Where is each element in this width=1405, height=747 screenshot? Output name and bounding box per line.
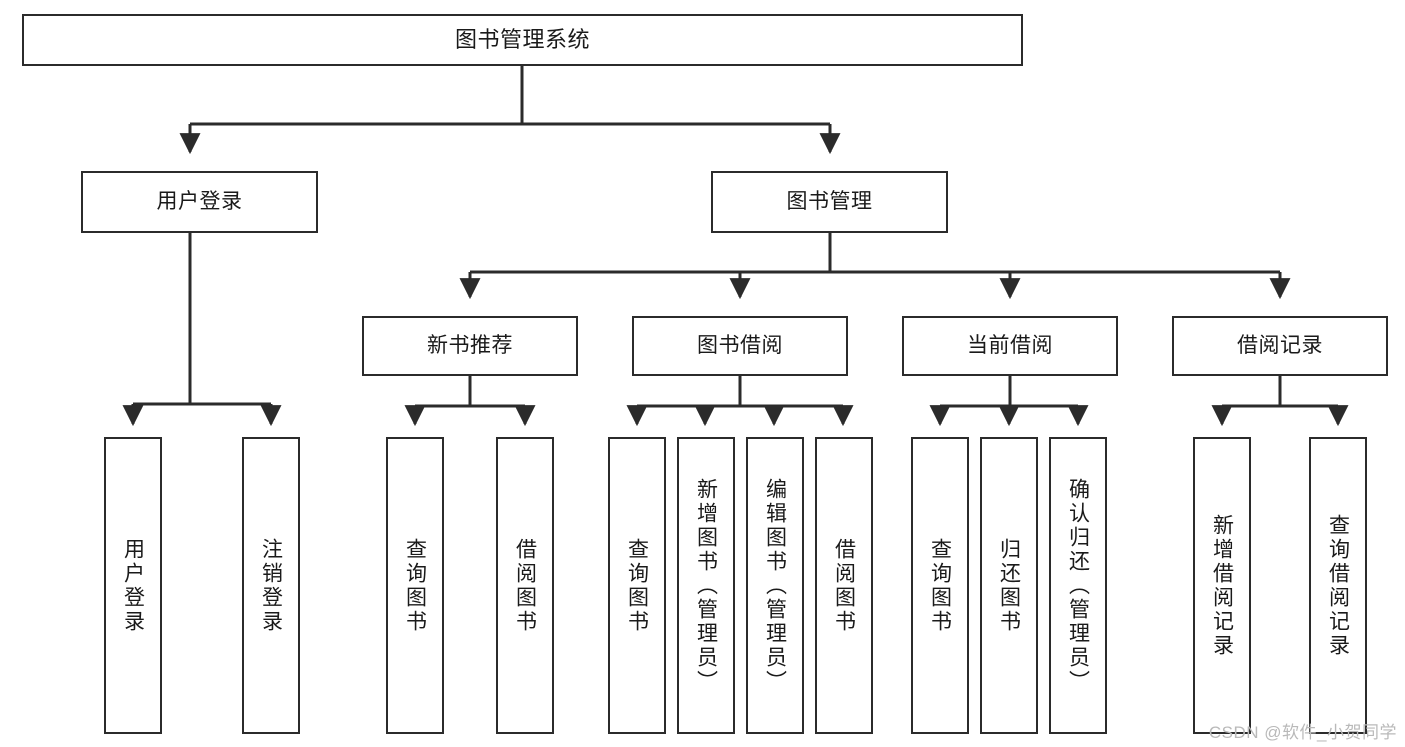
node-root-label: 图书管理系统 (454, 26, 590, 52)
node-leaf-confirm-return-label: 确认归还（管理员） (1066, 477, 1090, 694)
node-leaf-add-record[interactable]: 新增借阅记录 (1193, 437, 1251, 734)
node-leaf-edit-book-label: 编辑图书（管理员） (763, 477, 787, 694)
node-leaf-borrow-book-1-label: 借阅图书 (513, 537, 537, 634)
node-leaf-query-book-1-label: 查询图书 (403, 537, 427, 634)
node-leaf-query-book-3-label: 查询图书 (928, 537, 952, 634)
node-leaf-query-book-2[interactable]: 查询图书 (608, 437, 666, 734)
node-leaf-logout[interactable]: 注销登录 (242, 437, 300, 734)
node-leaf-query-record[interactable]: 查询借阅记录 (1309, 437, 1367, 734)
node-leaf-add-record-label: 新增借阅记录 (1210, 513, 1234, 658)
node-leaf-confirm-return[interactable]: 确认归还（管理员） (1049, 437, 1107, 734)
node-book-manage[interactable]: 图书管理 (711, 171, 948, 233)
node-leaf-borrow-book-2-label: 借阅图书 (832, 537, 856, 634)
node-leaf-add-book[interactable]: 新增图书（管理员） (677, 437, 735, 734)
node-leaf-add-book-label: 新增图书（管理员） (694, 477, 718, 694)
node-book-manage-label: 图书管理 (786, 190, 873, 214)
node-book-borrow-label: 图书借阅 (697, 334, 783, 358)
node-leaf-query-record-label: 查询借阅记录 (1326, 513, 1350, 658)
node-leaf-user-login-label: 用户登录 (121, 537, 145, 634)
node-borrow-record[interactable]: 借阅记录 (1172, 316, 1388, 376)
node-leaf-borrow-book-1[interactable]: 借阅图书 (496, 437, 554, 734)
node-user-login-label: 用户登录 (156, 190, 243, 214)
csdn-watermark: CSDN @软件_小贺同学 (1208, 723, 1397, 742)
node-leaf-return-book-label: 归还图书 (997, 537, 1021, 634)
node-leaf-logout-label: 注销登录 (259, 537, 283, 634)
node-leaf-query-book-3[interactable]: 查询图书 (911, 437, 969, 734)
node-leaf-query-book-1[interactable]: 查询图书 (386, 437, 444, 734)
node-leaf-query-book-2-label: 查询图书 (625, 537, 649, 634)
node-leaf-return-book[interactable]: 归还图书 (980, 437, 1038, 734)
node-current-borrow[interactable]: 当前借阅 (902, 316, 1118, 376)
node-user-login[interactable]: 用户登录 (81, 171, 318, 233)
node-leaf-borrow-book-2[interactable]: 借阅图书 (815, 437, 873, 734)
node-new-book-rec-label: 新书推荐 (427, 334, 513, 358)
node-root[interactable]: 图书管理系统 (22, 14, 1023, 66)
node-book-borrow[interactable]: 图书借阅 (632, 316, 848, 376)
node-leaf-edit-book[interactable]: 编辑图书（管理员） (746, 437, 804, 734)
node-new-book-rec[interactable]: 新书推荐 (362, 316, 578, 376)
node-leaf-user-login[interactable]: 用户登录 (104, 437, 162, 734)
node-borrow-record-label: 借阅记录 (1237, 334, 1323, 358)
node-current-borrow-label: 当前借阅 (967, 334, 1053, 358)
